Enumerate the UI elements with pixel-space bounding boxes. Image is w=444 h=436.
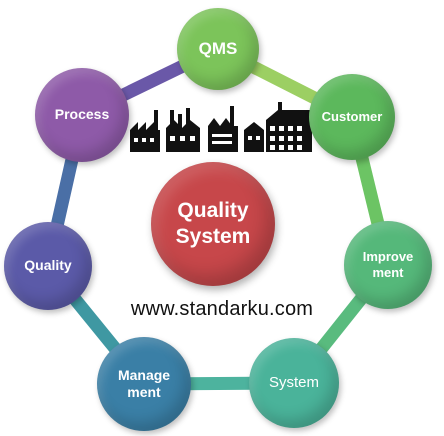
- node-qms: QMS: [177, 8, 259, 90]
- node-improvement: Improve ment: [344, 221, 432, 309]
- node-quality: Quality: [4, 222, 92, 310]
- node-customer: Customer: [309, 74, 395, 160]
- node-system: System: [249, 338, 339, 428]
- node-process: Process: [35, 68, 129, 162]
- center-quality-system: Quality System: [151, 162, 275, 286]
- factory-buildings-icon: [130, 102, 312, 152]
- website-url: www.standarku.com: [130, 298, 314, 320]
- node-management: Manage ment: [97, 337, 191, 431]
